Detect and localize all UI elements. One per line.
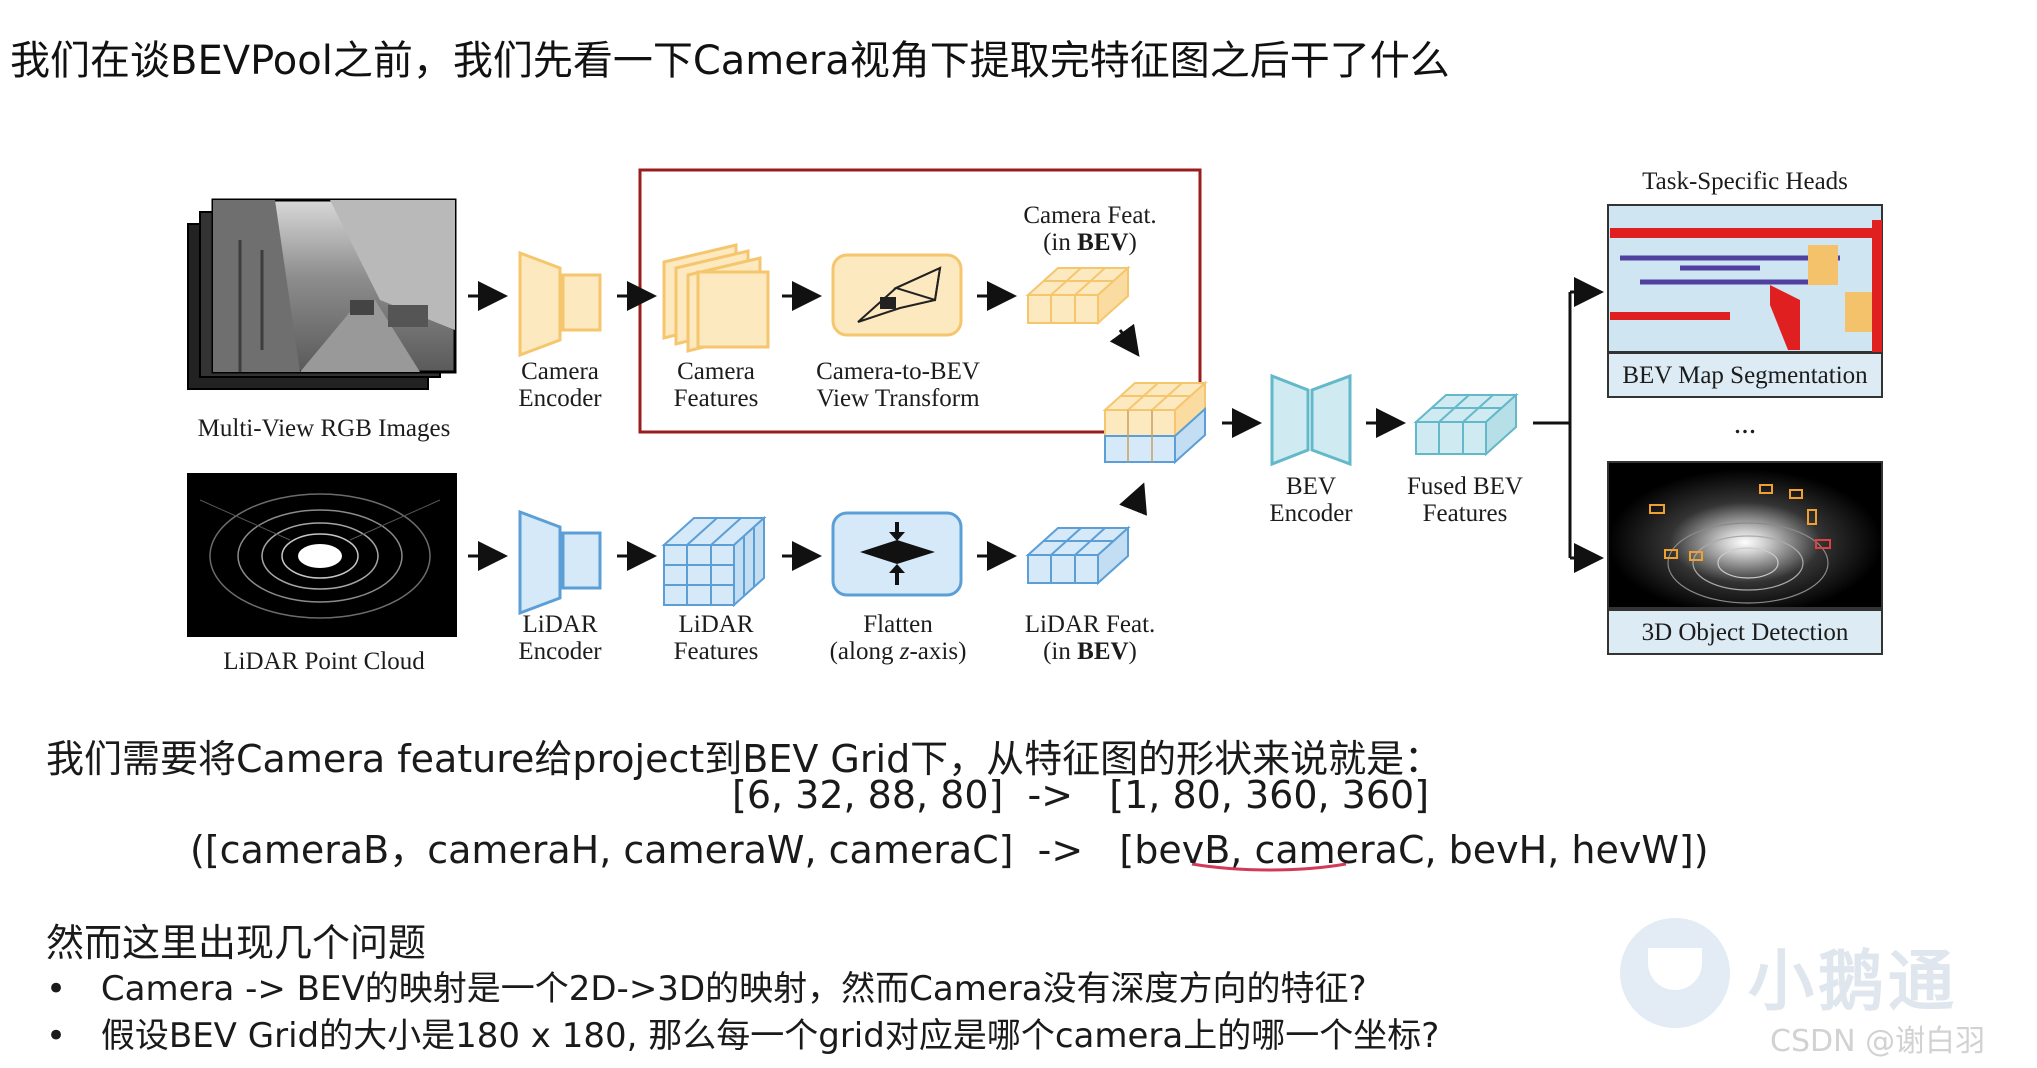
lidar-encoder-shape (518, 509, 602, 616)
bev-map-seg-label: BEV Map Segmentation (1622, 362, 1868, 389)
flatten-shape (831, 511, 963, 597)
3d-object-detection-image (1607, 461, 1883, 609)
flatten-label: Flatten (along z-axis) (829, 611, 967, 665)
view-transform-shape (831, 253, 963, 337)
shape-semantics-line: ([cameraB，cameraH, cameraW, cameraC] -> … (190, 828, 1709, 872)
shape-transform-line: [6, 32, 88, 80] -> [1, 80, 360, 360] (732, 773, 1430, 817)
camera-features-shape (662, 243, 770, 353)
questions-title: 然而这里出现几个问题 (46, 921, 427, 965)
bev-encoder-label: BEV Encoder (1269, 473, 1353, 527)
task-heads-label: Task-Specific Heads (1642, 168, 1848, 195)
fused-bev-label: Fused BEV Features (1407, 473, 1523, 527)
lidar-bev-grid (1025, 525, 1131, 586)
csdn-watermark: CSDN @谢白羽 (1770, 1024, 1986, 1059)
multi-view-label: Multi-View RGB Images (197, 415, 451, 442)
explanation-line-1: 我们需要将Camera feature给project到BEV Grid下，从特… (46, 737, 1443, 781)
bev-map-segmentation-label-box (1607, 352, 1883, 398)
lidar-encoder-label: LiDAR Encoder (518, 611, 602, 665)
bullet-dot: • (46, 969, 67, 1009)
lidar-features-label: LiDAR Features (673, 611, 759, 665)
bev-map-segmentation-image (1607, 204, 1883, 353)
brand-logo-icon (1620, 918, 1730, 1028)
cameraC-underline (1191, 862, 1347, 872)
concat-bev-block (1102, 380, 1208, 465)
camera-bev-grid (1025, 265, 1131, 326)
page-title: 我们在谈BEVPool之前，我们先看一下Camera视角下提取完特征图之后干了什… (10, 38, 1450, 84)
multi-view-images (187, 198, 457, 390)
det3d-label: 3D Object Detection (1641, 619, 1849, 646)
lidar-bev-feat-label: LiDAR Feat. (in BEV) (1024, 611, 1156, 665)
bev-encoder-shape (1270, 373, 1352, 467)
lidar-features-cube (661, 515, 767, 608)
lidar-cloud-label: LiDAR Point Cloud (223, 648, 425, 675)
question-item-2: • 假设BEV Grid的大小是180 x 180, 那么每一个grid对应是哪… (46, 1016, 1440, 1056)
flow-arrows (468, 277, 1604, 573)
fused-bev-grid (1413, 392, 1519, 457)
camera-encoder-shape (518, 250, 602, 358)
bullet-dot: • (46, 1016, 67, 1056)
question-item-1: • Camera -> BEV的映射是一个2D->3D的映射，然而Camera没… (46, 969, 1367, 1009)
camera-bev-feat-label: Camera Feat. (in BEV) (1023, 202, 1157, 256)
lidar-point-cloud (187, 473, 457, 637)
view-transform-label: Camera-to-BEV View Transform (816, 358, 980, 412)
brand-watermark: 小鹅通 (1748, 943, 1958, 1020)
camera-features-label: Camera Features (673, 358, 759, 412)
3d-object-detection-label-box (1607, 609, 1883, 655)
camera-encoder-label: Camera Encoder (518, 358, 602, 412)
heads-ellipsis: ... (1733, 407, 1757, 440)
